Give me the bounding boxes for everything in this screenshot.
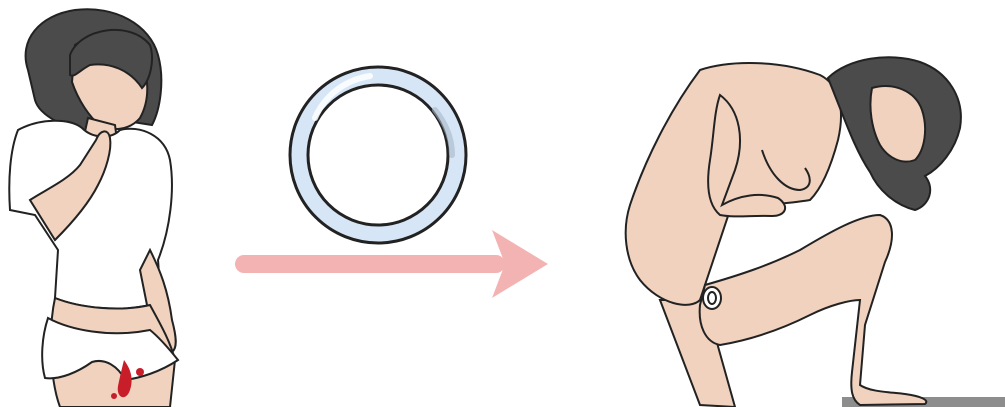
ring-insertion-posture-icon: [626, 57, 1005, 407]
woman-noticing-menstruation-icon: [9, 9, 178, 407]
front-leg: [700, 215, 927, 405]
ring-in-hand-icon: [703, 287, 721, 309]
menstrual-ring-icon: [290, 67, 466, 243]
